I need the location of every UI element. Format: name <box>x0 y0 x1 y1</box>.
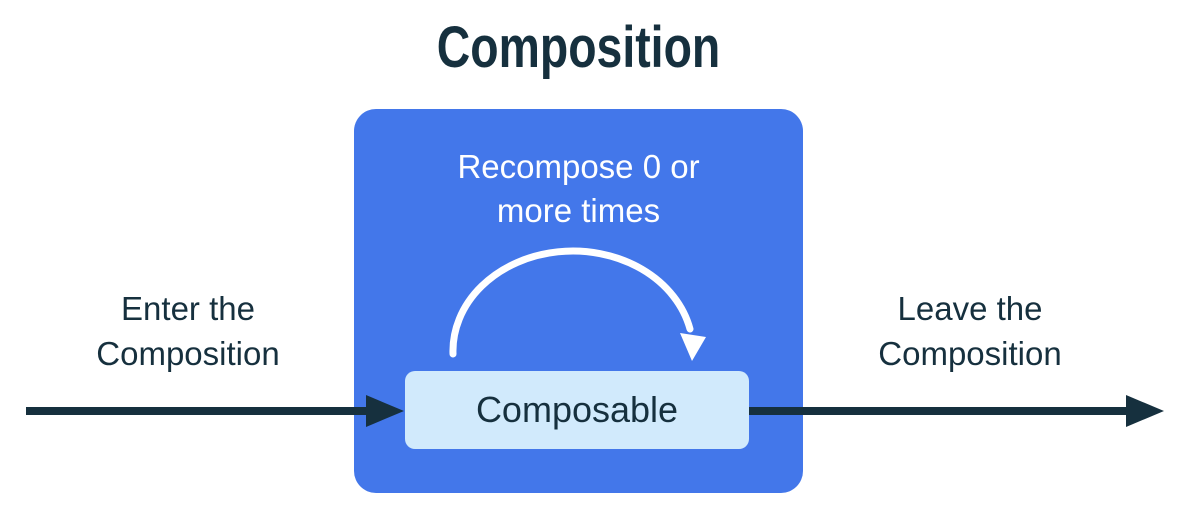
exit-arrow-head <box>1126 395 1164 427</box>
composition-box: Recompose 0 or more times Composable <box>354 109 803 493</box>
page-title: Composition <box>436 15 721 80</box>
recompose-label-line2: more times <box>496 192 661 229</box>
recompose-label-line1: Recompose 0 or <box>457 148 700 185</box>
enter-arrow-line <box>26 407 368 415</box>
recompose-loop-arrow-icon <box>449 247 706 361</box>
enter-composition-label: Enter the Composition <box>28 286 348 376</box>
enter-label-line2: Composition <box>96 335 280 372</box>
recompose-label: Recompose 0 or more times <box>354 145 803 233</box>
enter-label-line1: Enter the <box>121 290 255 327</box>
leave-composition-label: Leave the Composition <box>810 286 1130 376</box>
leave-label-line2: Composition <box>878 335 1062 372</box>
leave-label-line1: Leave the <box>897 290 1043 327</box>
composable-node-label: Composable <box>475 389 679 430</box>
composable-node: Composable <box>405 371 749 449</box>
exit-arrow-line <box>749 407 1127 415</box>
enter-arrow-head <box>366 395 404 427</box>
